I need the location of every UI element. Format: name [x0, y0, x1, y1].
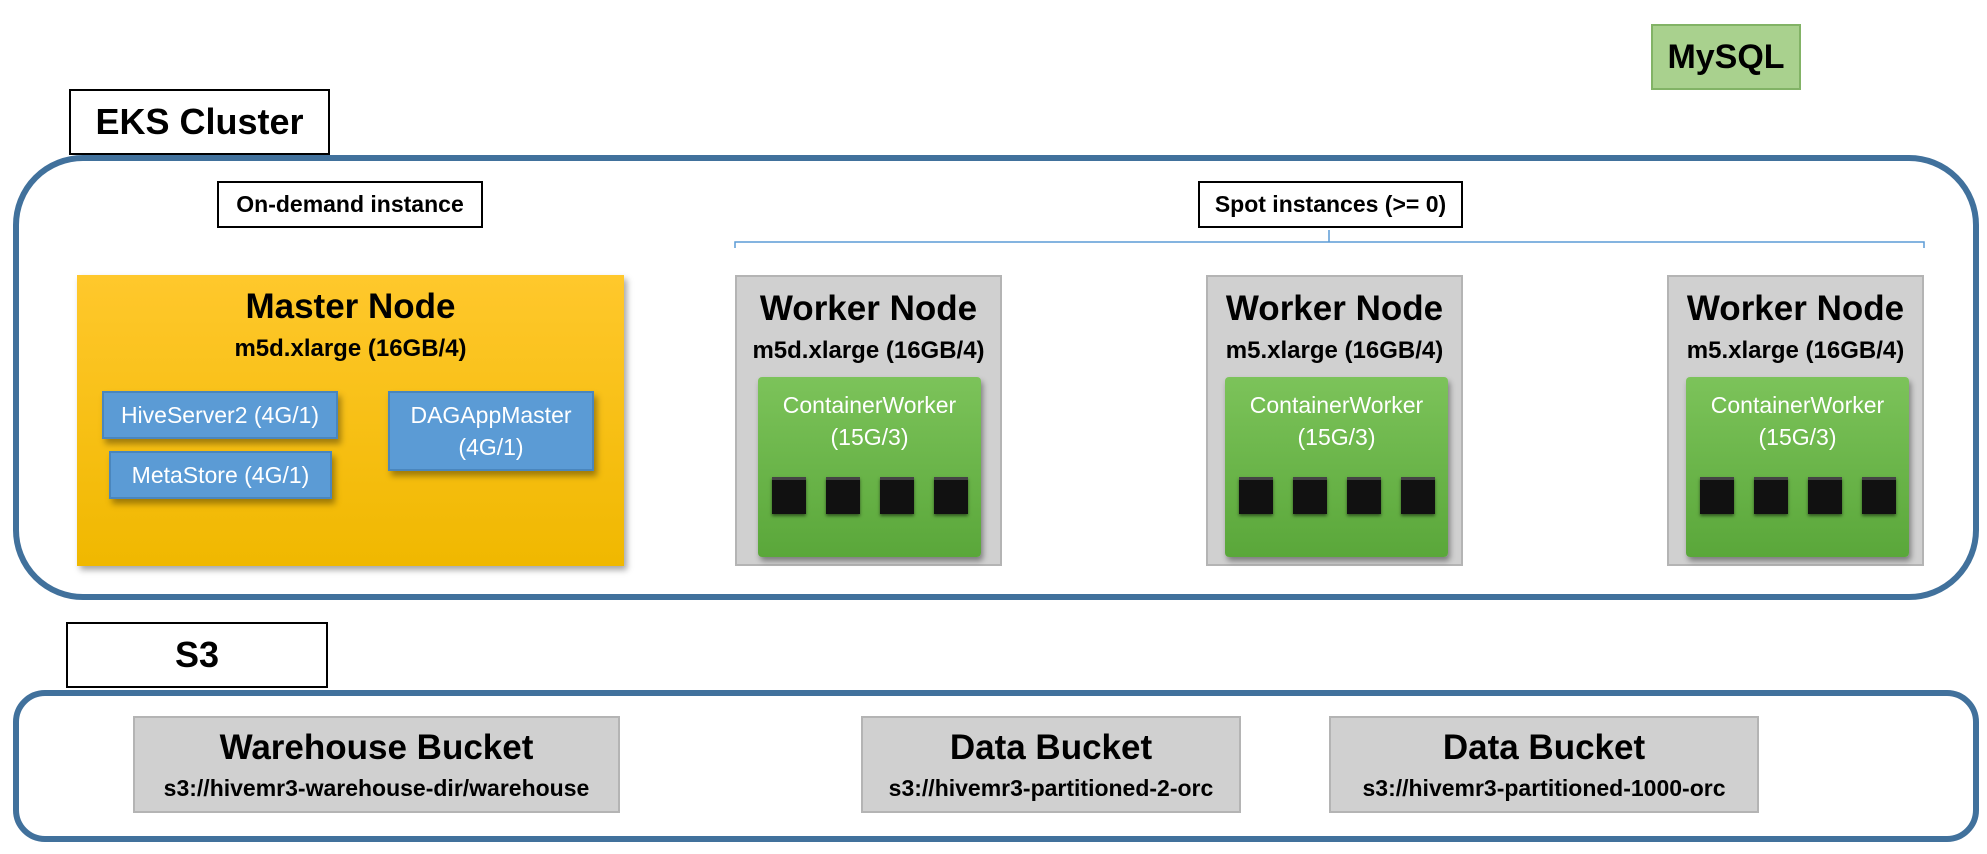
master-node-subtitle: m5d.xlarge (16GB/4) — [234, 335, 467, 362]
container-worker-label: ContainerWorker (15G/3) — [1686, 389, 1909, 453]
bucket-path: s3://hivemr3-warehouse-dir/warehouse — [163, 775, 590, 801]
container-worker-resources: (15G/3) — [830, 424, 909, 450]
container-worker-label: ContainerWorker (15G/3) — [758, 389, 981, 453]
eks-cluster-title-text: EKS Cluster — [95, 101, 304, 142]
eks-cluster-frame — [13, 155, 1979, 600]
container-worker-resources: (15G/3) — [1758, 424, 1837, 450]
metastore-component: MetaStore (4G/1) — [109, 451, 332, 499]
warehouse-bucket: Warehouse Bucket s3://hivemr3-warehouse-… — [133, 716, 620, 813]
core-slot — [1239, 477, 1273, 514]
spot-instances-label: Spot instances (>= 0) — [1198, 181, 1463, 228]
s3-title-text: S3 — [174, 634, 220, 675]
hiveserver2-label: HiveServer2 (4G/1) — [120, 402, 320, 428]
on-demand-label-text: On-demand instance — [236, 191, 464, 217]
spot-bracket — [734, 230, 1925, 248]
core-slot — [826, 477, 860, 514]
dagappmaster-component: DAGAppMaster (4G/1) — [388, 391, 594, 471]
container-worker: ContainerWorker (15G/3) — [1686, 377, 1909, 557]
container-worker: ContainerWorker (15G/3) — [758, 377, 981, 557]
bucket-title: Data Bucket — [949, 728, 1153, 767]
worker-node-title: Worker Node — [759, 289, 978, 328]
spot-instances-label-text: Spot instances (>= 0) — [1214, 191, 1447, 217]
worker-node-2: Worker Node m5.xlarge (16GB/4) Container… — [1206, 275, 1463, 566]
worker-node-3: Worker Node m5.xlarge (16GB/4) Container… — [1667, 275, 1924, 566]
mysql-label: MySQL — [1667, 37, 1785, 76]
s3-title: S3 — [66, 622, 328, 688]
container-worker: ContainerWorker (15G/3) — [1225, 377, 1448, 557]
data-bucket-1: Data Bucket s3://hivemr3-partitioned-2-o… — [861, 716, 1241, 813]
container-worker-label: ContainerWorker (15G/3) — [1225, 389, 1448, 453]
bucket-path: s3://hivemr3-partitioned-2-orc — [888, 775, 1214, 801]
dagappmaster-label-line2: (4G/1) — [458, 434, 524, 460]
core-slot — [1700, 477, 1734, 514]
core-slot — [1347, 477, 1381, 514]
metastore-label: MetaStore (4G/1) — [131, 462, 310, 488]
container-worker-name: ContainerWorker — [782, 392, 957, 418]
core-slot — [1754, 477, 1788, 514]
core-slot — [880, 477, 914, 514]
bucket-path: s3://hivemr3-partitioned-1000-orc — [1362, 775, 1726, 801]
core-slot — [1862, 477, 1896, 514]
master-node-title: Master Node — [245, 287, 456, 326]
container-worker-resources: (15G/3) — [1297, 424, 1376, 450]
worker-node-subtitle: m5.xlarge (16GB/4) — [1225, 337, 1444, 364]
dagappmaster-label-line1: DAGAppMaster — [410, 402, 572, 428]
worker-node-title: Worker Node — [1225, 289, 1444, 328]
core-slot — [1401, 477, 1435, 514]
container-worker-name: ContainerWorker — [1710, 392, 1885, 418]
worker-node-subtitle: m5.xlarge (16GB/4) — [1686, 337, 1905, 364]
core-slot — [772, 477, 806, 514]
core-slot — [934, 477, 968, 514]
worker-node-subtitle: m5d.xlarge (16GB/4) — [752, 337, 985, 364]
s3-frame — [13, 690, 1979, 842]
worker-node-1: Worker Node m5d.xlarge (16GB/4) Containe… — [735, 275, 1002, 566]
data-bucket-2: Data Bucket s3://hivemr3-partitioned-100… — [1329, 716, 1759, 813]
mysql-box: MySQL — [1651, 24, 1801, 90]
core-slot — [1808, 477, 1842, 514]
core-slot — [1293, 477, 1327, 514]
master-node: Master Node m5d.xlarge (16GB/4) HiveServ… — [77, 275, 624, 566]
worker-node-title: Worker Node — [1686, 289, 1905, 328]
eks-cluster-title: EKS Cluster — [69, 89, 330, 155]
bucket-title: Warehouse Bucket — [219, 728, 534, 767]
on-demand-label: On-demand instance — [217, 181, 483, 228]
container-worker-name: ContainerWorker — [1249, 392, 1424, 418]
bucket-title: Data Bucket — [1442, 728, 1646, 767]
hiveserver2-component: HiveServer2 (4G/1) — [102, 391, 338, 439]
